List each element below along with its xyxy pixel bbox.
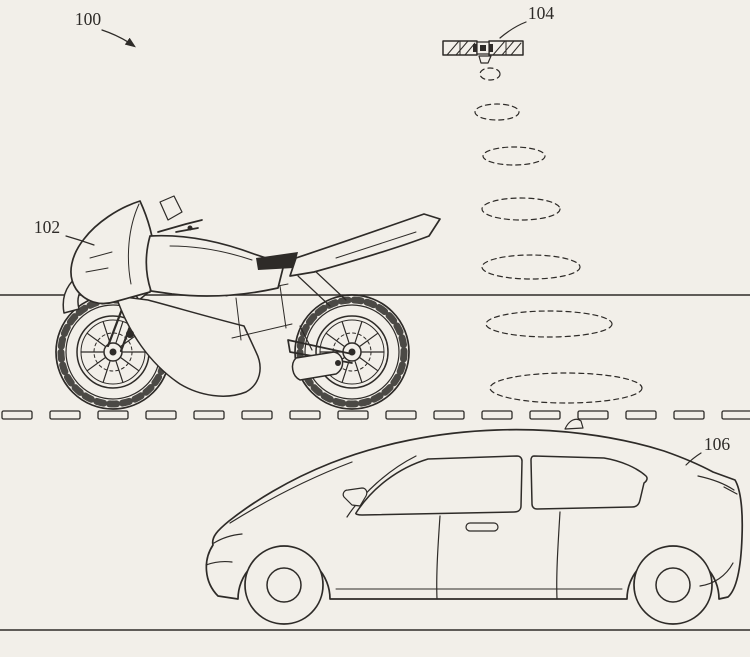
lane-dash [433, 410, 465, 420]
front-bumper-line [205, 561, 233, 566]
lane-dash [49, 410, 81, 420]
tank-crease [169, 245, 253, 261]
headlight-line [213, 533, 243, 544]
lane-dash [337, 410, 369, 420]
front-side-window [355, 455, 523, 516]
lane-dash [481, 410, 513, 420]
label-106-leader [685, 452, 702, 466]
signal-wave [482, 146, 546, 166]
drone-body-core [480, 45, 486, 51]
lane-dash [97, 410, 129, 420]
label-104-leader [499, 21, 527, 39]
motorcycle [56, 195, 441, 409]
rear-deck-line [697, 475, 735, 491]
reference-labels: 100 102 104 106 [34, 3, 731, 466]
lane-dash [385, 410, 417, 420]
signal-wave [485, 310, 613, 338]
roof-antenna-fin [564, 418, 584, 430]
taillight-line [723, 486, 738, 495]
rear-door-seam [556, 511, 561, 600]
brake-caliper [126, 330, 134, 338]
seat [256, 252, 298, 270]
subframe-lines [297, 269, 347, 307]
lane-dash [577, 410, 609, 420]
a-pillar-line [346, 455, 417, 518]
lane-dash [721, 410, 750, 420]
hood-seam [229, 461, 353, 524]
nose-fairing [70, 200, 156, 305]
signal-waves [474, 67, 643, 404]
signal-wave [481, 197, 561, 221]
mirror [159, 195, 183, 221]
label-102-leader [65, 235, 95, 246]
rear-wheel [633, 545, 713, 625]
drone-emitter [478, 55, 492, 64]
exhaust-tip [335, 360, 341, 366]
lane-dash [1, 410, 33, 420]
signal-wave [479, 67, 501, 81]
exhaust-muffler [291, 351, 344, 381]
rear-wheel [295, 295, 409, 409]
front-wheel [244, 545, 324, 625]
lane-dash [625, 410, 657, 420]
drone [442, 40, 524, 64]
tire [244, 545, 324, 625]
lane-dash [241, 410, 273, 420]
belly-fairing [115, 295, 261, 397]
drone-right-panel-hatch [492, 40, 522, 56]
rear-side-window [530, 455, 648, 510]
tire [633, 545, 713, 625]
lane-dash [529, 410, 561, 420]
tail-crease [335, 231, 417, 259]
wing-mirror [342, 487, 368, 507]
signal-wave [481, 254, 581, 280]
label-106: 106 [704, 434, 731, 454]
drone-left-panel-hatch [446, 40, 476, 56]
car [205, 418, 744, 625]
front-door-seam [436, 515, 441, 600]
lane-dash [145, 410, 177, 420]
lane-dashes [1, 410, 750, 420]
drone-left-mount [473, 44, 477, 52]
lane-dash [673, 410, 705, 420]
lane-dash [193, 410, 225, 420]
bar-end [187, 225, 193, 231]
hub [266, 567, 302, 603]
tail-section [289, 213, 441, 277]
fairing-detail-lines [85, 203, 140, 285]
label-102: 102 [34, 217, 60, 237]
door-handle [465, 522, 499, 532]
label-104: 104 [528, 3, 555, 23]
rear-bumper-crease [699, 562, 734, 587]
hub [655, 567, 691, 603]
handlebar [157, 219, 203, 233]
label-100: 100 [75, 9, 102, 29]
fuel-tank [145, 234, 285, 297]
drone-right-mount [489, 44, 493, 52]
rear-shock [299, 325, 313, 351]
signal-wave [474, 103, 520, 121]
label-100-arrow [101, 29, 136, 48]
lane-dash [289, 410, 321, 420]
signal-wave [489, 372, 643, 404]
